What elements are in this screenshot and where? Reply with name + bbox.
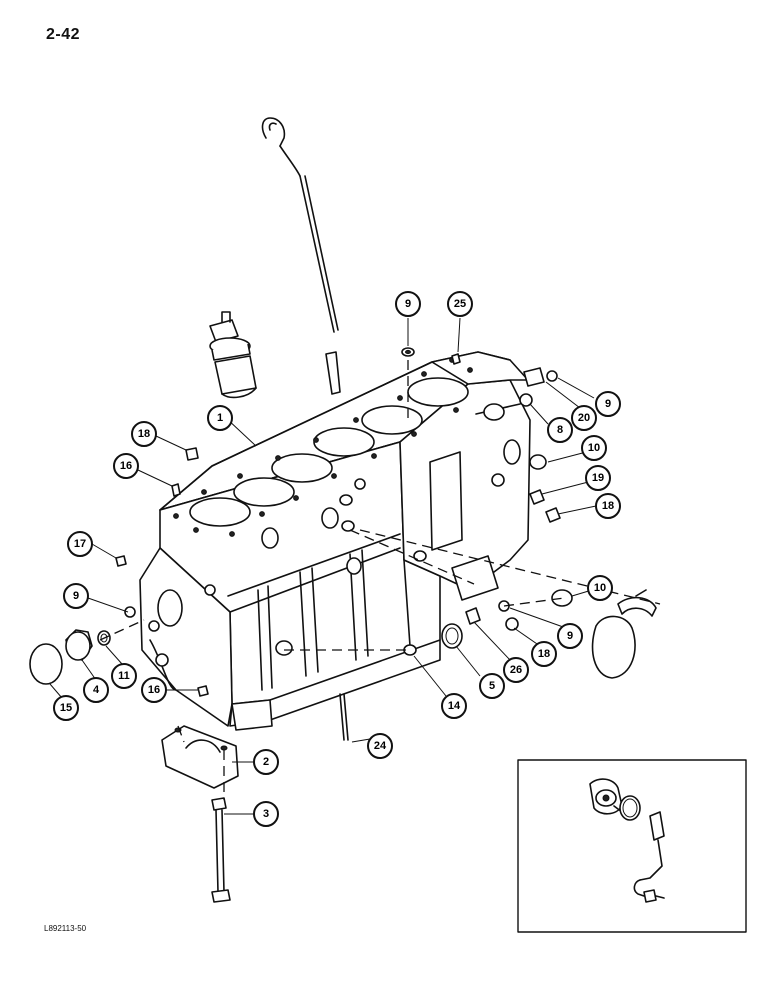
svg-text:9: 9 xyxy=(405,298,411,310)
callout-14: 14 xyxy=(441,693,467,719)
cylinder-block xyxy=(139,351,531,731)
svg-text:1: 1 xyxy=(217,412,223,424)
svg-text:9: 9 xyxy=(605,398,611,410)
callout-8: 8 xyxy=(547,417,573,443)
svg-text:10: 10 xyxy=(594,582,606,594)
leader-lines xyxy=(49,317,597,815)
svg-text:18: 18 xyxy=(138,428,150,440)
svg-text:10: 10 xyxy=(588,442,600,454)
callout-4: 4 xyxy=(83,677,109,703)
svg-text:25: 25 xyxy=(454,298,466,310)
callout-9-right-top: 9 xyxy=(595,391,621,417)
callout-16-upper: 16 xyxy=(113,453,139,479)
callout-20: 20 xyxy=(571,405,597,431)
callout-18-lower: 18 xyxy=(531,641,557,667)
callout-16-lower: 16 xyxy=(141,677,167,703)
callout-5: 5 xyxy=(479,673,505,699)
svg-text:11: 11 xyxy=(118,670,130,682)
svg-text:16: 16 xyxy=(120,460,132,472)
callout-9-right-bottom: 9 xyxy=(557,623,583,649)
svg-text:18: 18 xyxy=(602,500,614,512)
callout-18-right: 18 xyxy=(595,493,621,519)
svg-text:5: 5 xyxy=(489,680,495,692)
callout-24: 24 xyxy=(367,733,393,759)
svg-text:17: 17 xyxy=(74,538,86,550)
svg-text:9: 9 xyxy=(73,590,79,602)
svg-text:3: 3 xyxy=(263,808,269,820)
callout-26: 26 xyxy=(503,657,529,683)
loose-parts xyxy=(29,347,657,903)
callout-9-top: 9 xyxy=(395,291,421,317)
callout-19: 19 xyxy=(585,465,611,491)
callout-17: 17 xyxy=(67,531,93,557)
page-number: 2-42 xyxy=(46,26,81,43)
svg-text:8: 8 xyxy=(557,424,563,436)
callout-9-left: 9 xyxy=(63,583,89,609)
svg-text:20: 20 xyxy=(578,412,590,424)
callout-3: 3 xyxy=(253,801,279,827)
callout-18-upper-left: 18 xyxy=(131,421,157,447)
svg-text:14: 14 xyxy=(448,700,461,712)
svg-text:18: 18 xyxy=(538,648,550,660)
figure-code: L892113-50 xyxy=(44,924,87,933)
svg-text:16: 16 xyxy=(148,684,160,696)
svg-text:26: 26 xyxy=(510,664,522,676)
callout-2: 2 xyxy=(253,749,279,775)
alignment-lines xyxy=(99,360,661,800)
svg-text:2: 2 xyxy=(263,756,269,768)
svg-text:24: 24 xyxy=(374,740,387,752)
callout-11: 11 xyxy=(111,663,137,689)
oil-filter-adapter xyxy=(209,311,257,399)
callout-25: 25 xyxy=(447,291,473,317)
callout-15: 15 xyxy=(53,695,79,721)
callout-10-lower: 10 xyxy=(587,575,613,601)
dipstick xyxy=(261,117,341,395)
callout-1: 1 xyxy=(207,405,233,431)
svg-text:4: 4 xyxy=(93,684,100,696)
callout-10-upper: 10 xyxy=(581,435,607,461)
inset-detail xyxy=(517,759,747,933)
svg-text:9: 9 xyxy=(567,630,573,642)
svg-text:19: 19 xyxy=(592,472,604,484)
svg-text:15: 15 xyxy=(60,702,72,714)
